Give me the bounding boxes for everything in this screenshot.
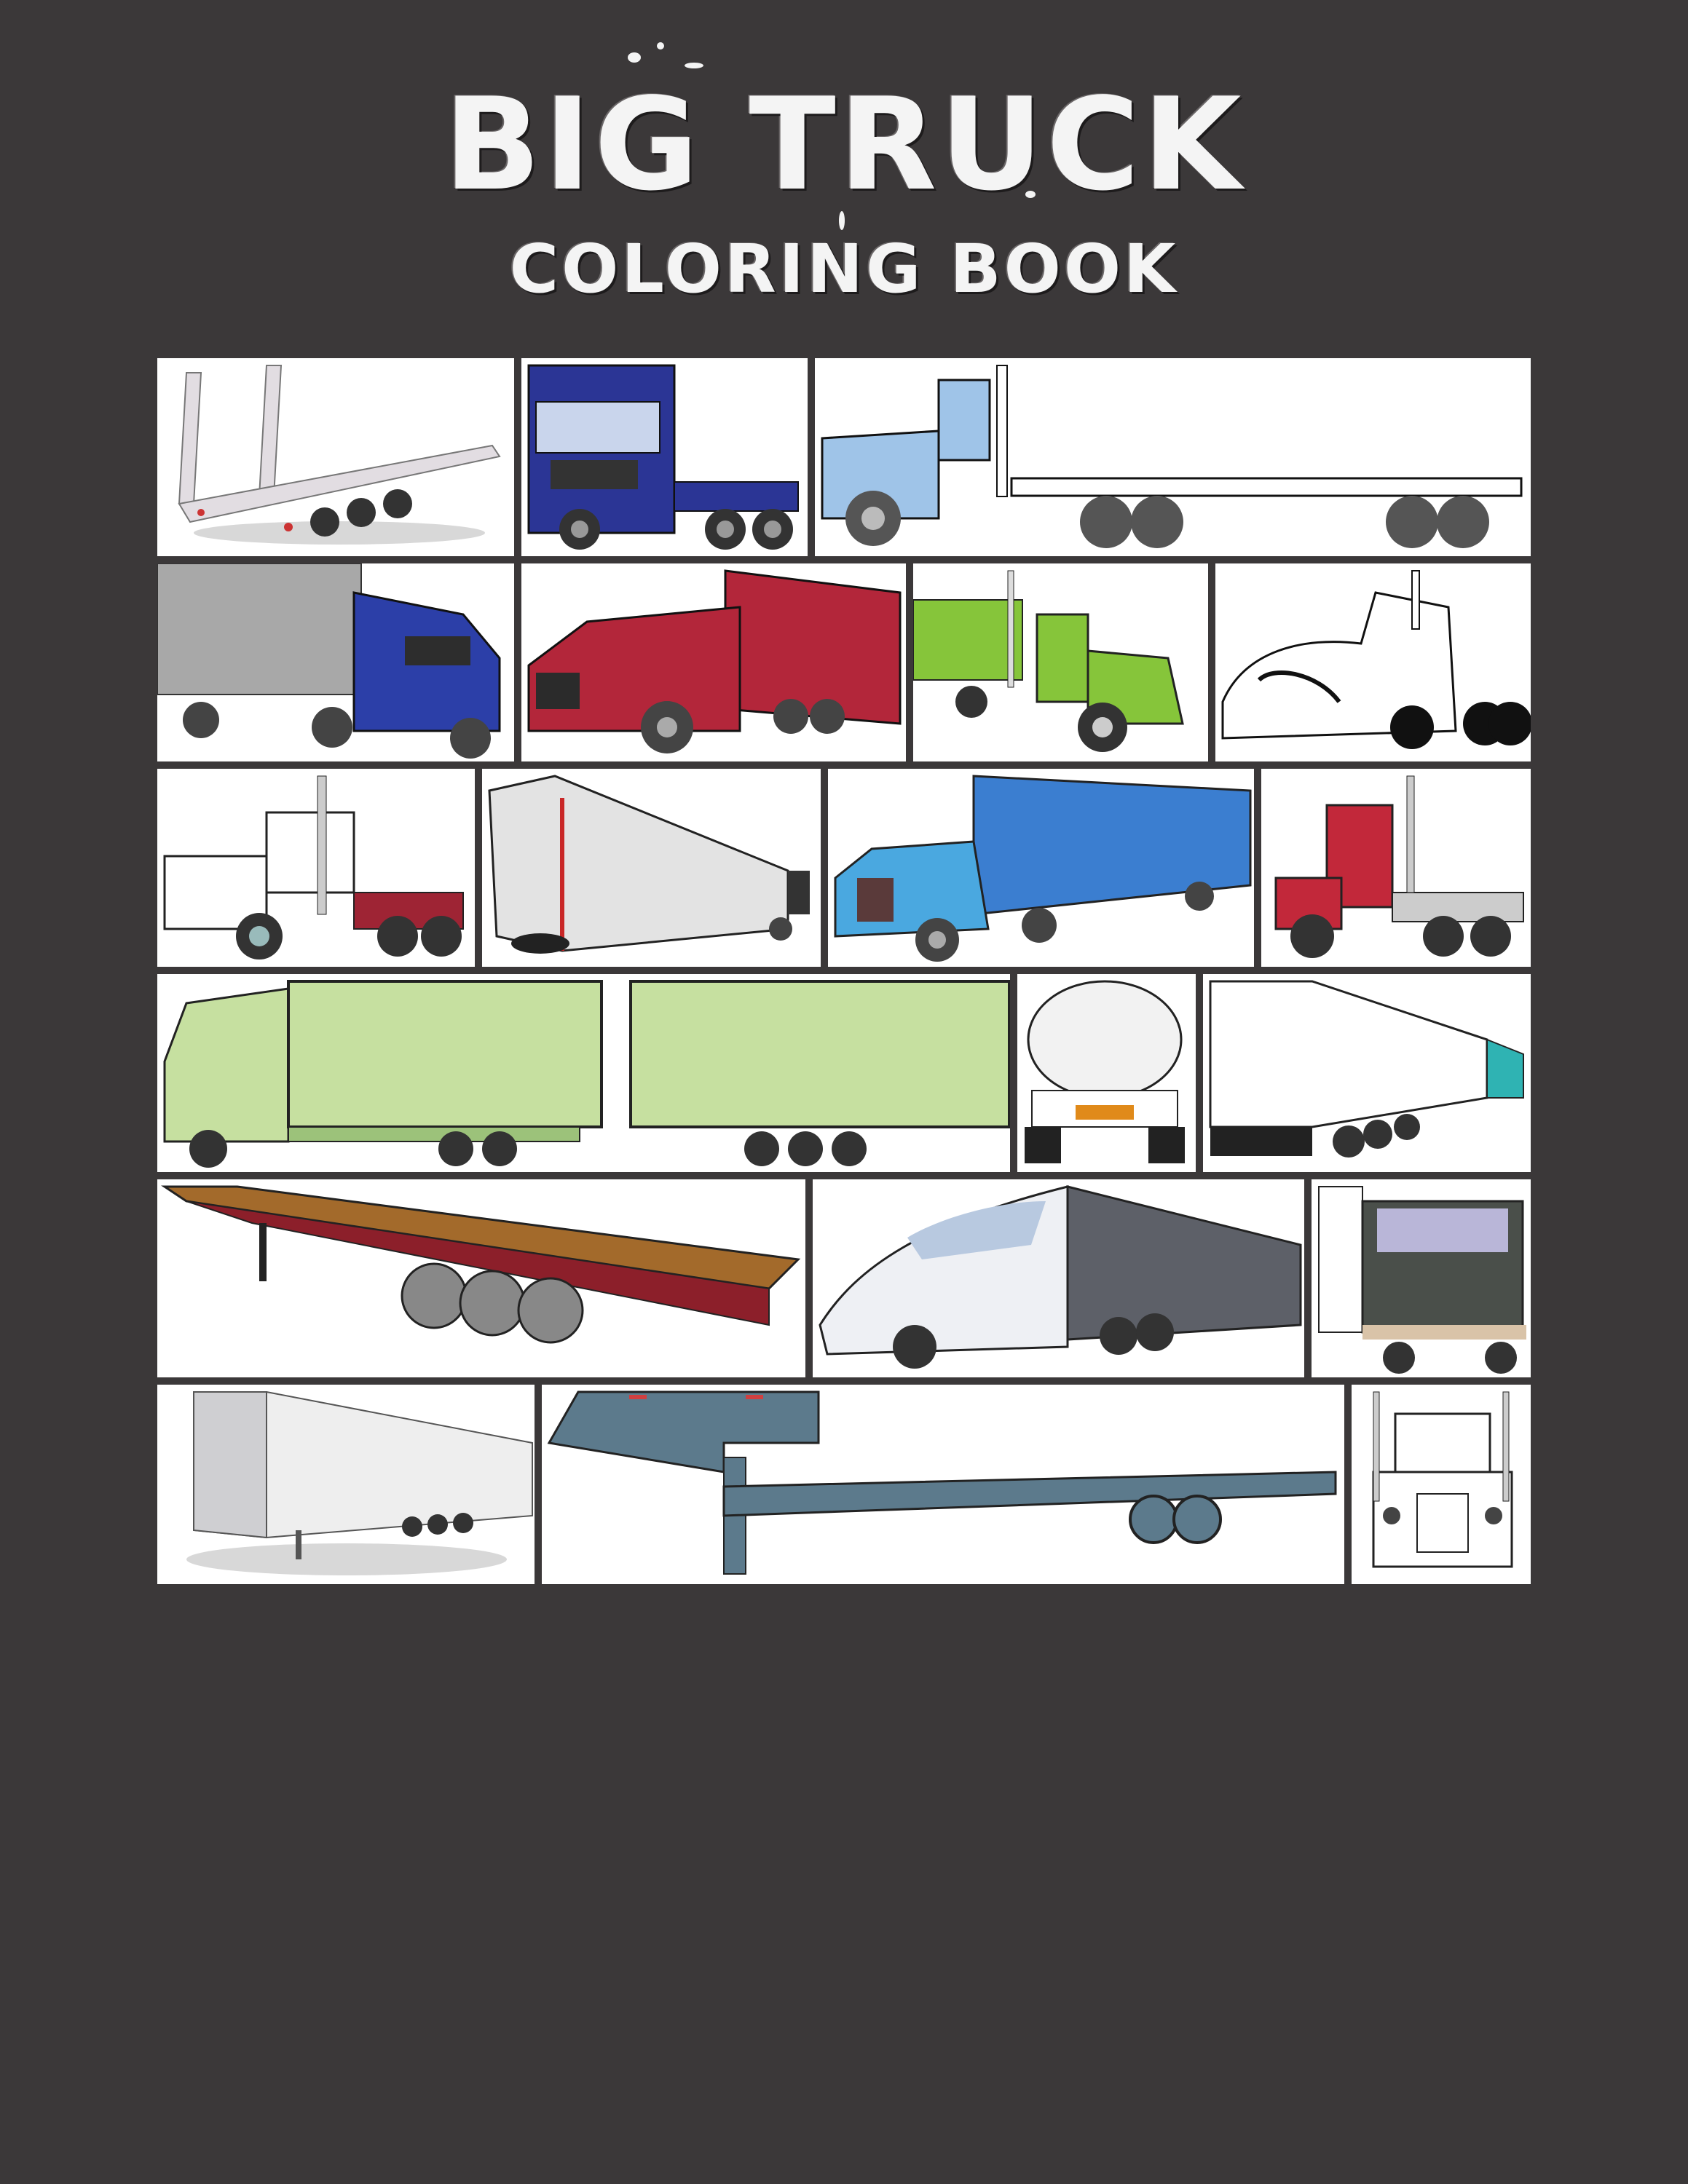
truck-illustration-grid (157, 358, 1531, 1584)
futuristic-electric-truck-panel (813, 1179, 1304, 1377)
blue-semi-truck-gray-trailer-panel (157, 563, 514, 761)
white-box-trailer-truck-icon (1209, 980, 1524, 1158)
tanker-trailer-panel (1017, 974, 1196, 1172)
light-blue-flatbed-truck-icon (821, 365, 1523, 548)
red-tractor-icon (1274, 775, 1524, 958)
blue-semi-truck-gray-trailer-icon (157, 563, 501, 759)
gray-box-trailer-panel (157, 1385, 535, 1584)
white-semi-truck-front-icon (1372, 1391, 1513, 1568)
red-semi-truck-panel (521, 563, 906, 761)
paint-splatter (685, 63, 703, 68)
blue-cabover-truck-icon (527, 364, 799, 550)
dark-cabover-truck-panel (1312, 1179, 1531, 1377)
brown-flatbed-trailer-icon (161, 1185, 801, 1344)
gooseneck-trailer-icon (547, 1390, 1337, 1575)
lowboy-trailer-panel (157, 358, 514, 556)
blue-semi-truck-trailer-icon (834, 775, 1252, 962)
red-semi-truck-icon (527, 569, 902, 753)
green-double-trailer-truck-icon (163, 980, 1010, 1168)
blue-semi-truck-trailer-panel (828, 769, 1254, 967)
white-aero-trailer-icon (488, 775, 810, 954)
brown-flatbed-trailer-panel (157, 1179, 805, 1377)
paint-splatter (657, 42, 664, 50)
paint-splatter (839, 211, 845, 230)
paint-splatter (1025, 191, 1036, 198)
red-white-tractor-panel (157, 769, 475, 967)
white-box-trailer-truck-panel (1203, 974, 1531, 1172)
futuristic-electric-truck-icon (819, 1185, 1302, 1369)
green-semi-truck-panel (913, 563, 1208, 761)
outline-truck-panel (1215, 563, 1531, 761)
outline-truck-icon (1221, 570, 1531, 749)
tanker-trailer-icon (1025, 980, 1185, 1163)
white-semi-truck-front-panel (1352, 1385, 1531, 1584)
gooseneck-trailer-panel (542, 1385, 1344, 1584)
cover-title: BIG TRUCK (443, 71, 1245, 219)
gray-box-trailer-icon (186, 1391, 533, 1575)
light-blue-flatbed-truck-panel (815, 358, 1531, 556)
green-double-trailer-truck-panel (157, 974, 1010, 1172)
white-aero-trailer-panel (482, 769, 821, 967)
red-tractor-panel (1261, 769, 1531, 967)
red-white-tractor-icon (163, 775, 464, 960)
cover-subtitle: COLORING BOOK (509, 230, 1179, 308)
blue-cabover-truck-panel (521, 358, 808, 556)
paint-splatter (628, 52, 641, 63)
lowboy-trailer-icon (178, 365, 501, 545)
dark-cabover-truck-icon (1318, 1186, 1526, 1374)
green-semi-truck-icon (913, 570, 1184, 752)
